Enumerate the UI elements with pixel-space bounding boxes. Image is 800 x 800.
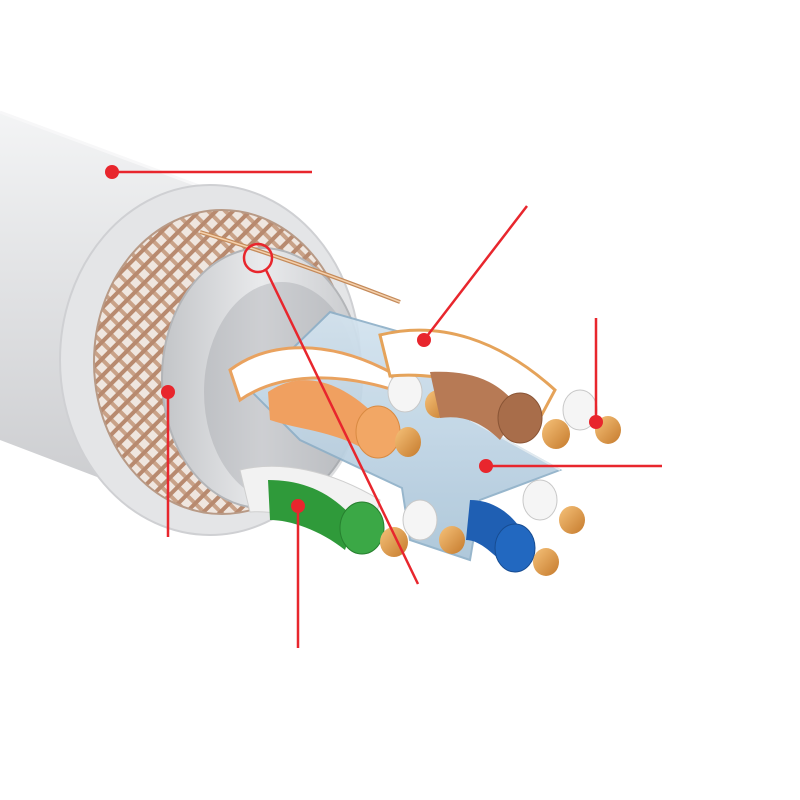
callout-braid-shield	[161, 385, 175, 537]
callout-insulation	[417, 205, 528, 347]
callout-cross-separator	[479, 459, 662, 473]
copper-conductor-7	[559, 506, 585, 534]
copper-conductor-8	[533, 548, 559, 576]
copper-conductor-2	[395, 427, 421, 457]
callout-drain-wire	[242, 242, 420, 585]
copper-conductor-3	[542, 419, 570, 449]
pair-brown	[378, 328, 621, 449]
callouts	[105, 165, 662, 648]
copper-conductor-6	[439, 526, 465, 554]
callout-pair-foil	[291, 499, 305, 648]
pair-blue	[466, 479, 585, 576]
callout-copper-conductor	[589, 318, 603, 429]
callout-outer-jacket	[105, 165, 312, 179]
